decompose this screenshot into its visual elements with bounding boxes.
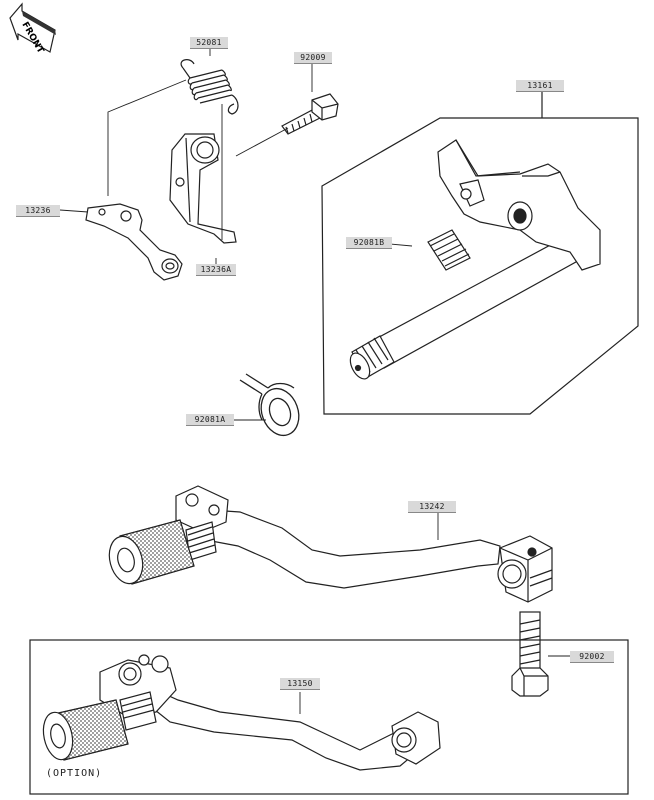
part-label-13161: 13161 <box>516 80 564 92</box>
clip-92081a-drawing <box>239 373 300 437</box>
arm-13236-drawing <box>85 203 183 281</box>
part-label-52081: 52081 <box>190 37 228 49</box>
screw-92009-drawing <box>281 93 339 135</box>
part-label-92081a: 92081A <box>186 414 234 426</box>
shift-shaft-13161-drawing <box>349 139 601 380</box>
option-box <box>29 639 629 795</box>
part-label-13236a: 13236A <box>196 264 236 276</box>
shift-pedal-13242-drawing <box>108 485 553 603</box>
leader-lines-upper <box>59 48 313 266</box>
part-label-13236: 13236 <box>16 205 60 217</box>
bolt-92002-drawing <box>511 611 549 697</box>
spring-52081-drawing <box>180 59 239 115</box>
part-label-13242: 13242 <box>408 501 456 513</box>
spring-92081b-drawing <box>427 229 471 271</box>
bracket-13236a-drawing <box>169 133 237 244</box>
part-label-92081b: 92081B <box>346 237 392 249</box>
part-label-13150: 13150 <box>280 678 320 690</box>
part-label-92002: 92002 <box>570 651 614 663</box>
option-label: (OPTION) <box>46 768 103 779</box>
shift-pedal-13150-drawing <box>42 654 441 771</box>
front-arrow-icon: FRONT <box>9 2 56 56</box>
shift-shaft-13161-box <box>321 92 639 415</box>
part-label-92009: 92009 <box>294 52 332 64</box>
